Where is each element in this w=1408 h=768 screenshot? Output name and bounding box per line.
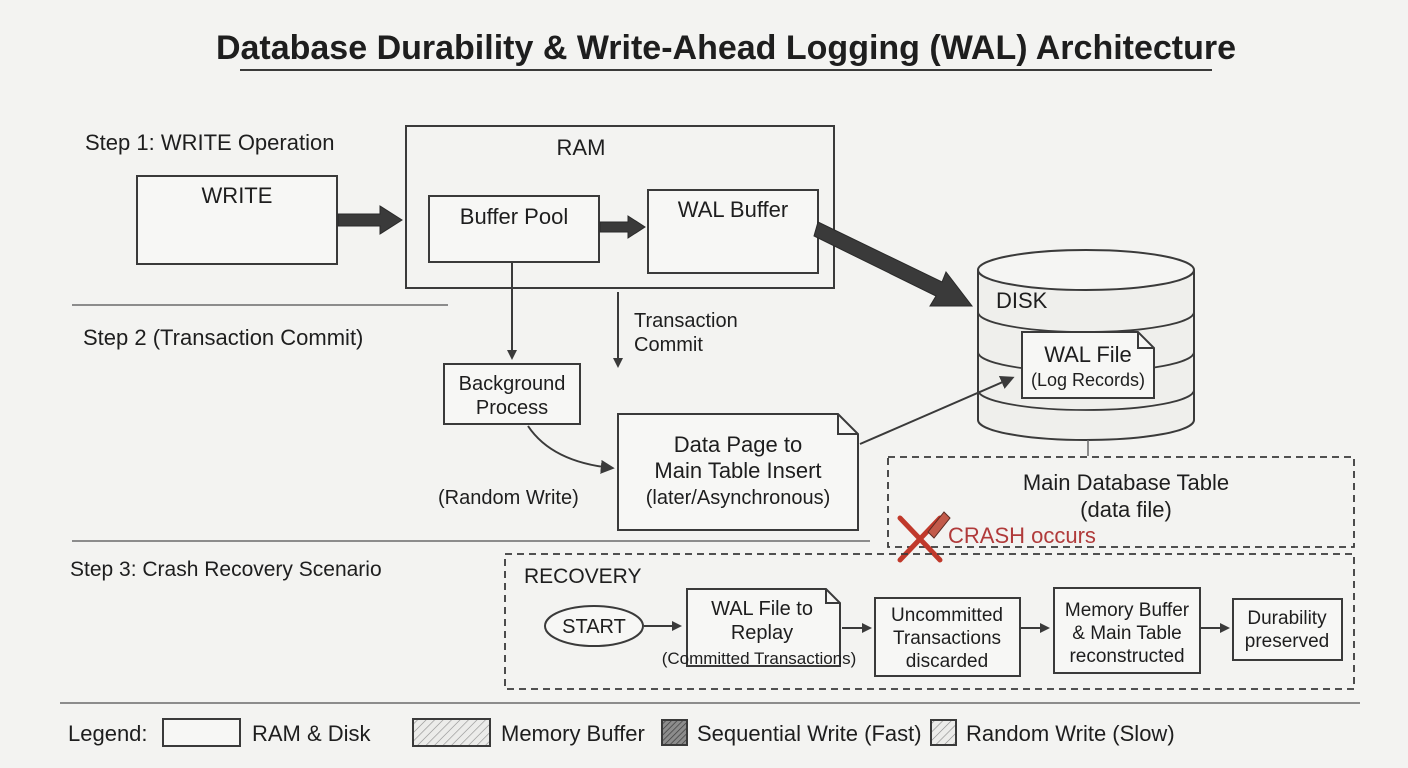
uncommitted-line2: Transactions [893,628,1001,649]
legend-memory-buffer: Memory Buffer [501,721,645,746]
wal-file-fold [1137,332,1154,349]
background-line1: Background [459,373,566,395]
data-page-doc [617,413,859,531]
reconstruct-line3: reconstructed [1069,646,1184,667]
recovery-region [504,553,1355,690]
legend-sequential: Sequential Write (Fast) [697,721,922,746]
reconstruct-box [1053,587,1201,674]
write-label: WRITE [202,183,273,208]
legend-swatch-random [930,719,957,746]
recovery-start-node [544,605,644,647]
legend-label: Legend: [68,721,148,746]
reconstruct-line1: Memory Buffer [1065,600,1190,621]
background-process-box [443,363,581,425]
replay-doc-fold [825,589,840,604]
wal-file-doc [1021,331,1155,399]
reconstruct-line2: & Main Table [1072,623,1182,644]
legend-random: Random Write (Slow) [966,721,1175,746]
uncommitted-box [874,597,1021,677]
durability-line1: Durability [1247,608,1327,629]
durability-box [1232,598,1343,661]
legend-swatch-memory-buffer [412,718,491,747]
replay-line1: WAL File to [711,598,813,620]
page-title: Database Durability & Write-Ahead Loggin… [216,29,1236,67]
legend-swatch-ram-disk [162,718,241,747]
background-line2: Process [476,397,548,419]
uncommitted-line1: Uncommitted [891,605,1003,626]
arrow-buffer-to-wal [599,215,646,239]
arrow-wal-buffer-to-disk [813,221,974,307]
write-box [136,175,338,265]
step1-label: Step 1: WRITE Operation [85,130,334,155]
step2-label: Step 2 (Transaction Commit) [83,325,363,350]
buffer-pool-box [428,195,600,263]
data-page-fold [837,414,858,435]
main-table-line2: (data file) [1080,497,1172,522]
data-page-line1: Data Page to [674,432,802,457]
wal-file-line2: (Log Records) [1031,370,1145,390]
recovery-start-label: START [562,616,626,638]
replay-line3: (Committed Transactions) [662,649,857,668]
crash-x-icon [897,511,951,563]
recovery-label: RECOVERY [524,565,641,588]
random-write-label: (Random Write) [438,487,579,509]
ram-container [405,125,835,289]
uncommitted-line3: discarded [906,651,988,672]
main-table-line1: Main Database Table [1023,470,1229,495]
data-page-line3: (later/Asynchronous) [646,487,831,509]
transaction-commit-line1: Transaction [634,310,738,332]
disk-label: DISK [996,288,1048,313]
arrow-data-page-to-wal-file [859,376,1015,445]
crash-label: CRASH occurs [948,523,1096,548]
wal-buffer-label: WAL Buffer [678,197,788,222]
data-page-line2: Main Table Insert [654,458,821,483]
legend-ram-disk: RAM & Disk [252,721,372,746]
transaction-commit-line2: Commit [634,334,703,356]
wal-file-line1: WAL File [1044,342,1132,367]
arrow-write-to-ram [337,205,403,235]
durability-line2: preserved [1245,631,1330,652]
legend-swatch-sequential [661,719,688,746]
step3-label: Step 3: Crash Recovery Scenario [70,558,382,581]
replay-doc [686,588,841,667]
ram-label: RAM [557,135,606,160]
arrow-background-to-data-page [527,425,615,474]
main-table-region [887,456,1355,548]
replay-line2: Replay [731,622,793,644]
buffer-pool-label: Buffer Pool [460,204,568,229]
